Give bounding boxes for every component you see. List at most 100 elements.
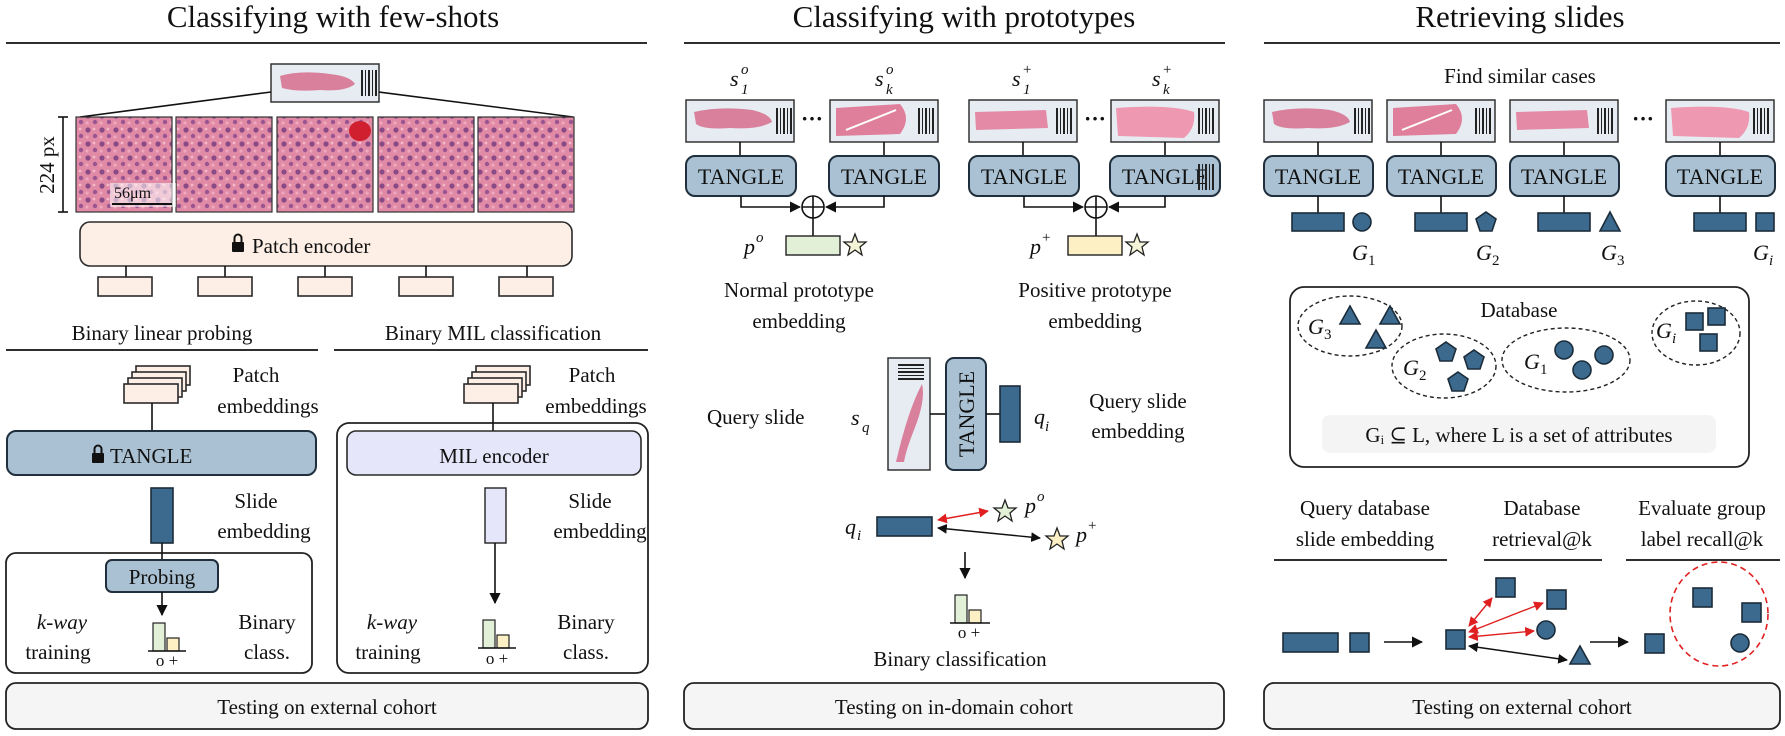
binary-classification-label: Binary classification [873, 647, 1047, 671]
histogram-icon [148, 622, 186, 652]
tangle-label: TANGLE [1677, 164, 1763, 189]
ellipsis: ··· [801, 106, 823, 131]
query-emb-text: embedding [1091, 419, 1185, 443]
col-header: Query database [1300, 496, 1430, 520]
circle-shape [1554, 340, 1574, 360]
svg-text:G: G [1753, 240, 1769, 265]
svg-text:s: s [1152, 66, 1161, 91]
query-emb-text: Query slide [1089, 389, 1186, 413]
svg-text:s: s [851, 405, 860, 430]
zoom-line [378, 91, 574, 118]
sum-icon [1084, 195, 1108, 219]
pentagon-shape [1447, 371, 1469, 392]
svg-text:2: 2 [1419, 368, 1427, 384]
panel-retrieval: Retrieving slides Find similar cases ···… [1263, 0, 1781, 730]
circle-shape [1352, 212, 1372, 232]
tangle-label: TANGLE [1521, 164, 1607, 189]
testing-label: Testing on in-domain cohort [835, 695, 1073, 719]
patch-tile [175, 116, 273, 213]
subtitle-mil: Binary MIL classification [385, 321, 602, 345]
tangle-label: TANGLE [110, 444, 192, 468]
slide-thumbnail [829, 99, 939, 143]
star-icon [1124, 232, 1150, 257]
ellipsis: ··· [1084, 106, 1106, 131]
svg-text:i: i [857, 528, 861, 544]
query-slide-label: Query slide [707, 405, 804, 429]
svg-text:q: q [862, 420, 870, 436]
pentagon-shape [1463, 349, 1485, 370]
svg-text:2: 2 [1492, 253, 1500, 269]
probing-label: Probing [129, 565, 196, 589]
mil-encoder-label: MIL encoder [439, 444, 548, 468]
binary-label: class. [563, 640, 609, 664]
svg-text:i: i [1672, 331, 1676, 347]
svg-text:k: k [886, 82, 893, 98]
svg-text:G: G [1308, 314, 1324, 339]
col-header: label recall@k [1641, 527, 1764, 551]
svg-text:G: G [1656, 318, 1672, 343]
kway-label: k-way [37, 610, 88, 634]
testing-box [1263, 682, 1781, 730]
query-embedding [1282, 632, 1339, 653]
svg-text:G: G [1601, 240, 1617, 265]
slide-embedding [1693, 212, 1747, 232]
testing-box [5, 682, 649, 730]
star-icon [1044, 526, 1070, 551]
col-header: Evaluate group [1638, 496, 1766, 520]
svg-text:p: p [1074, 522, 1087, 547]
svg-text:1: 1 [1540, 362, 1548, 378]
svg-text:+: + [1023, 62, 1031, 78]
star-icon [992, 498, 1018, 523]
svg-text:1: 1 [1023, 82, 1031, 98]
gi-note-bg [1322, 415, 1716, 453]
hist-ticks: o + [156, 651, 178, 670]
svg-text:G: G [1403, 355, 1419, 380]
positive-prototype-label: p+ [1028, 230, 1050, 259]
kway-label: training [25, 640, 91, 664]
svg-text:o: o [1037, 489, 1045, 505]
query-slide-thumbnail [887, 357, 931, 471]
svg-text:+: + [1042, 230, 1050, 246]
cluster-gi [1651, 300, 1741, 366]
gi-note: Gᵢ ⊆ L, where L is a set of attributes [1365, 423, 1672, 447]
recall-circle [1669, 561, 1769, 667]
testing-box [683, 682, 1225, 730]
pplus-label: p+ [1074, 518, 1096, 547]
square-shape [1741, 602, 1762, 623]
svg-text:o: o [886, 62, 894, 78]
square-shape [1445, 629, 1466, 650]
triangle-shape [1568, 644, 1592, 665]
tangle-label: TANGLE [981, 164, 1067, 189]
zoom-line [79, 91, 272, 118]
arrow [824, 196, 885, 213]
svg-text:i: i [1045, 419, 1049, 435]
cluster-g1 [1501, 327, 1631, 393]
svg-text:s: s [730, 66, 739, 91]
patch-emb-label: embeddings [217, 394, 318, 418]
svg-text:s: s [1012, 66, 1021, 91]
patch-emb-label: Patch [569, 363, 616, 387]
slide-thumbnail [1386, 99, 1496, 143]
sum-icon [801, 195, 825, 219]
testing-label: Testing on external cohort [217, 695, 437, 719]
svg-text:G: G [1476, 240, 1492, 265]
binary-label: Binary [238, 610, 296, 634]
svg-text:o: o [756, 230, 764, 246]
lock-icon [232, 233, 244, 252]
slide-embedding [1414, 212, 1468, 232]
svg-text:3: 3 [1324, 327, 1332, 343]
svg-text:1: 1 [1368, 253, 1376, 269]
svg-text:+: + [1163, 62, 1171, 78]
panel-title-prototypes: Classifying with prototypes [793, 0, 1136, 34]
square-shape [1755, 212, 1775, 232]
cluster-g3 [1297, 295, 1403, 357]
lock-icon [92, 444, 104, 463]
